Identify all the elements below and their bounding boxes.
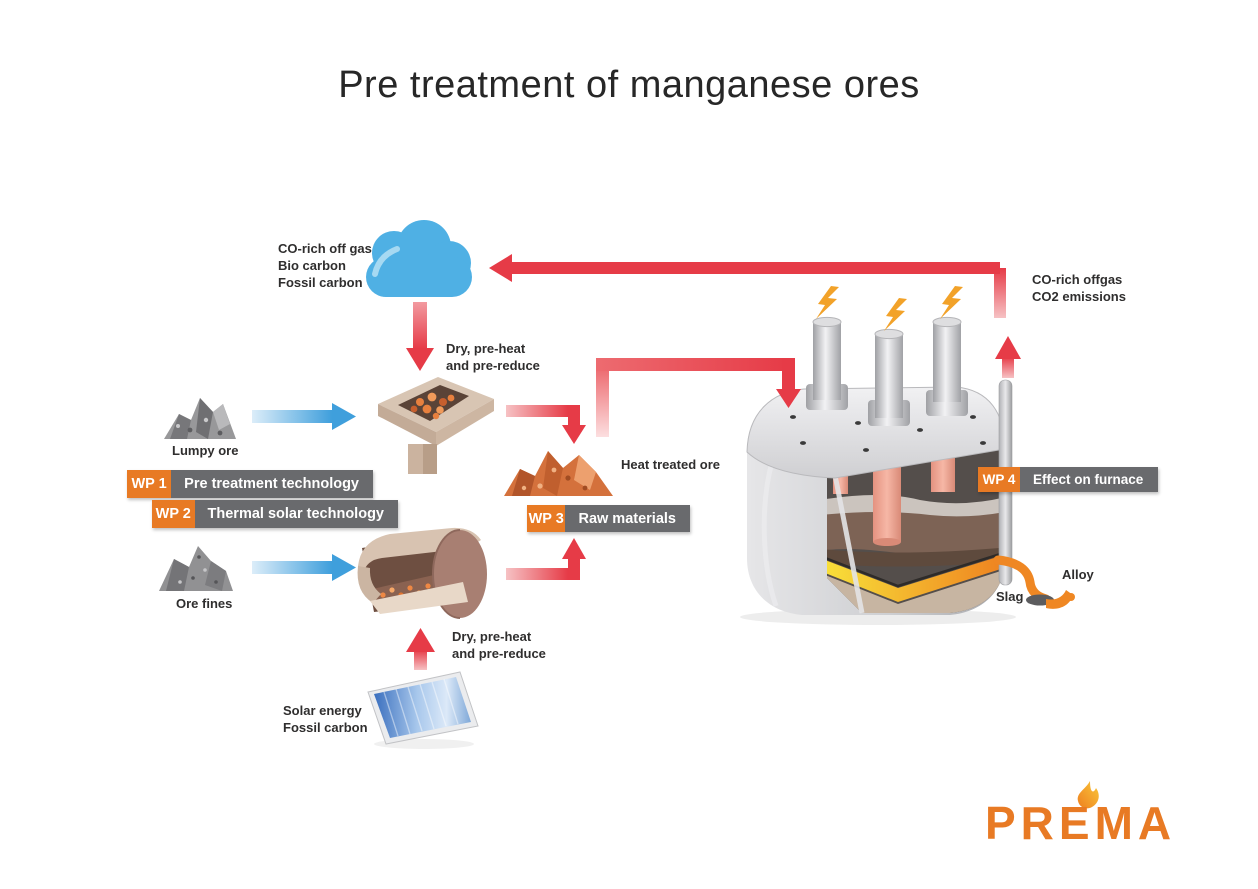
heat-treated-ore-icon bbox=[504, 451, 613, 496]
arrow-hopper-to-ore bbox=[506, 405, 586, 444]
arrow-offgas-return bbox=[489, 254, 1006, 318]
wp1-bar: WP 1 Pre treatment technology bbox=[127, 470, 373, 498]
wp3-badge: WP 3 bbox=[527, 505, 566, 532]
cloud-labels: CO-rich off gas Bio carbon Fossil carbon bbox=[278, 240, 372, 291]
wp2-label: Thermal solar technology bbox=[194, 500, 398, 528]
cloud-label-line1: CO-rich off gas bbox=[278, 241, 372, 256]
offgas-cloud-icon bbox=[366, 220, 472, 297]
wp3-label: Raw materials bbox=[565, 505, 690, 532]
dry-preheat-bottom-label: Dry, pre-heat and pre-reduce bbox=[452, 629, 546, 662]
wp4-bar: WP 4 Effect on furnace bbox=[978, 467, 1158, 492]
cloud-label-line2: Bio carbon bbox=[278, 258, 346, 274]
hopper-icon bbox=[378, 377, 494, 474]
arrow-solar-to-kiln bbox=[406, 628, 435, 670]
offgas-labels: CO-rich offgas CO2 emissions bbox=[1032, 272, 1126, 305]
lumpy-ore-icon bbox=[164, 398, 236, 439]
wp2-badge: WP 2 bbox=[152, 500, 195, 528]
furnace-icon bbox=[740, 286, 1075, 625]
cloud-label-line3: Fossil carbon bbox=[278, 275, 363, 291]
wp4-badge: WP 4 bbox=[978, 467, 1020, 492]
arrow-cloud-to-hopper bbox=[406, 302, 434, 371]
solar-labels: Solar energy Fossil carbon bbox=[283, 703, 368, 736]
arrow-kiln-to-ore bbox=[506, 538, 586, 580]
dry-preheat-top-label: Dry, pre-heat and pre-reduce bbox=[446, 341, 540, 374]
electrode-icon bbox=[806, 316, 968, 426]
heat-treated-ore-label: Heat treated ore bbox=[621, 457, 720, 472]
lumpy-ore-label: Lumpy ore bbox=[172, 443, 239, 458]
arrow-ore-to-furnace bbox=[596, 358, 801, 437]
solar-panel-icon bbox=[367, 671, 479, 749]
wp3-bar: WP 3 Raw materials bbox=[527, 505, 690, 532]
ore-fines-icon bbox=[159, 546, 233, 591]
ore-fines-label: Ore fines bbox=[176, 596, 233, 611]
wp4-label: Effect on furnace bbox=[1020, 467, 1158, 492]
page-title: Pre treatment of manganese ores bbox=[338, 64, 920, 106]
arrow-lumpy-ore-to-hopper bbox=[252, 403, 356, 430]
logo-flame-icon bbox=[1077, 781, 1099, 809]
wp1-badge: WP 1 bbox=[127, 470, 172, 498]
wp1-label: Pre treatment technology bbox=[171, 470, 373, 498]
prema-logo: PREMA bbox=[985, 797, 1177, 849]
rotary-kiln-icon bbox=[357, 527, 487, 619]
tap-flow-icon bbox=[993, 555, 1075, 609]
alloy-label: Alloy bbox=[1062, 567, 1094, 582]
arrow-ore-fines-to-kiln bbox=[252, 554, 356, 581]
arrow-offgas-up bbox=[995, 336, 1021, 378]
wp2-bar: WP 2 Thermal solar technology bbox=[152, 500, 398, 528]
slag-label: Slag bbox=[996, 589, 1024, 604]
